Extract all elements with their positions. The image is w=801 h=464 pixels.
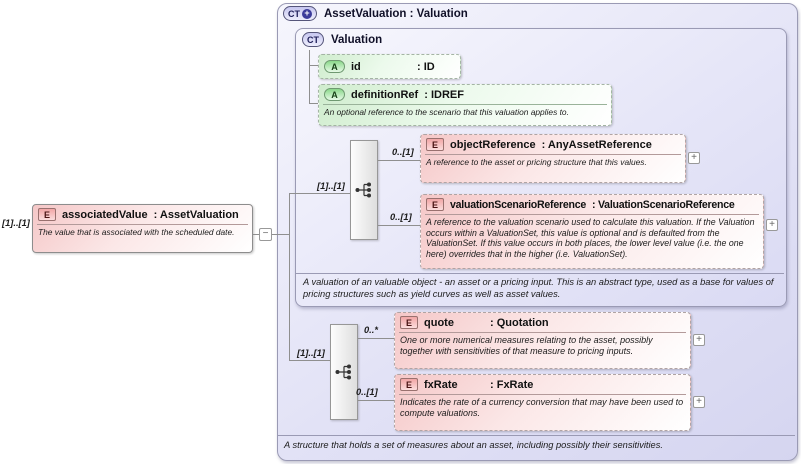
attribute-box-definitionRef[interactable]: A definitionRef : IDREF An optional refe… <box>318 84 612 126</box>
attribute-box-id[interactable]: A id : ID <box>318 54 461 79</box>
connector-line <box>272 234 290 235</box>
attribute-name: definitionRef <box>351 88 419 101</box>
element-name: valuationScenarioReference <box>450 198 586 211</box>
sequence-icon <box>335 364 351 380</box>
element-badge: E <box>38 208 56 221</box>
element-box-valuationScenarioReference[interactable]: E valuationScenarioReference : Valuation… <box>420 194 764 269</box>
complex-type-badge: CT <box>302 32 324 47</box>
separator <box>425 154 681 155</box>
annotation: Indicates the rate of a currency convers… <box>400 397 684 418</box>
annotation: One or more numerical measures relating … <box>400 335 653 356</box>
element-box-fxRate[interactable]: E fxRate : FxRate Indicates the rate of … <box>394 374 691 431</box>
element-box-quote[interactable]: E quote : Quotation One or more numerica… <box>394 312 691 369</box>
base-type-title: CT Valuation <box>302 32 382 47</box>
separator <box>399 332 686 333</box>
cardinality-label: 0..[1] <box>390 212 412 222</box>
complex-type-badge-label: CT <box>288 8 300 19</box>
element-type: : AssetValuation <box>153 208 239 221</box>
annotation: A reference to the asset or pricing stru… <box>426 157 647 167</box>
annotation: The value that is associated with the sc… <box>38 227 235 237</box>
complex-type-badge-label: CT <box>307 34 319 45</box>
annotation: An optional reference to the scenario th… <box>324 107 569 117</box>
connector-line <box>309 103 318 104</box>
cardinality-label: [1]..[1] <box>297 348 325 358</box>
collapse-button[interactable]: − <box>259 228 272 241</box>
annotation: A valuation of an valuable object - an a… <box>303 277 774 299</box>
element-name: associatedValue <box>62 208 148 221</box>
separator <box>323 104 607 105</box>
attribute-type: : IDREF <box>424 88 464 101</box>
derived-type-icon: + <box>302 8 312 19</box>
element-name: fxRate <box>424 378 458 391</box>
separator <box>425 214 759 215</box>
cardinality-label: 0..[1] <box>392 147 414 157</box>
expand-button[interactable]: + <box>766 219 778 231</box>
sequence-connector <box>330 324 358 420</box>
element-name: objectReference <box>450 138 536 151</box>
attribute-badge: A <box>324 88 345 101</box>
expand-button[interactable]: + <box>693 396 705 408</box>
element-type: : AnyAssetReference <box>541 138 652 151</box>
attribute-type: : ID <box>417 60 435 73</box>
element-type: : FxRate <box>490 378 534 391</box>
complex-type-badge: CT + <box>283 6 317 21</box>
cardinality-label: [1]..[1] <box>2 218 30 228</box>
complex-type-title: CT + AssetValuation : Valuation <box>283 6 468 21</box>
connector-line <box>358 338 394 339</box>
connector-line <box>253 234 259 235</box>
sequence-icon <box>355 182 371 198</box>
cardinality-label: 0..* <box>364 325 378 335</box>
expand-button[interactable]: + <box>693 334 705 346</box>
element-box-objectReference[interactable]: E objectReference : AnyAssetReference A … <box>420 134 686 183</box>
separator <box>399 394 686 395</box>
cardinality-label: [1]..[1] <box>317 181 345 191</box>
connector-line <box>378 225 420 226</box>
cardinality-label: 0..[1] <box>356 387 378 397</box>
complex-type-name: AssetValuation : Valuation <box>324 7 468 20</box>
connector-line <box>309 65 318 66</box>
connector-line <box>358 400 394 401</box>
annotation: A structure that holds a set of measures… <box>284 440 663 450</box>
separator <box>37 224 248 225</box>
annotation: A reference to the valuation scenario us… <box>426 217 755 259</box>
element-badge: E <box>400 316 418 329</box>
connector-line <box>289 360 330 361</box>
element-badge: E <box>426 138 444 151</box>
sequence-connector <box>350 140 378 240</box>
element-name: quote <box>424 316 454 329</box>
expand-button[interactable]: + <box>688 152 700 164</box>
separator <box>296 273 784 274</box>
separator <box>278 435 795 436</box>
element-type: : ValuationScenarioReference <box>591 198 735 211</box>
element-type: : Quotation <box>490 316 549 329</box>
connector-line <box>378 160 420 161</box>
attribute-badge: A <box>324 60 345 73</box>
connector-line <box>309 50 310 104</box>
connector-line <box>289 193 350 194</box>
attribute-name: id <box>351 60 361 73</box>
connector-line <box>289 193 290 361</box>
base-type-name: Valuation <box>331 33 383 46</box>
element-badge: E <box>426 198 444 211</box>
element-box-associatedValue[interactable]: E associatedValue : AssetValuation The v… <box>32 204 253 253</box>
element-badge: E <box>400 378 418 391</box>
